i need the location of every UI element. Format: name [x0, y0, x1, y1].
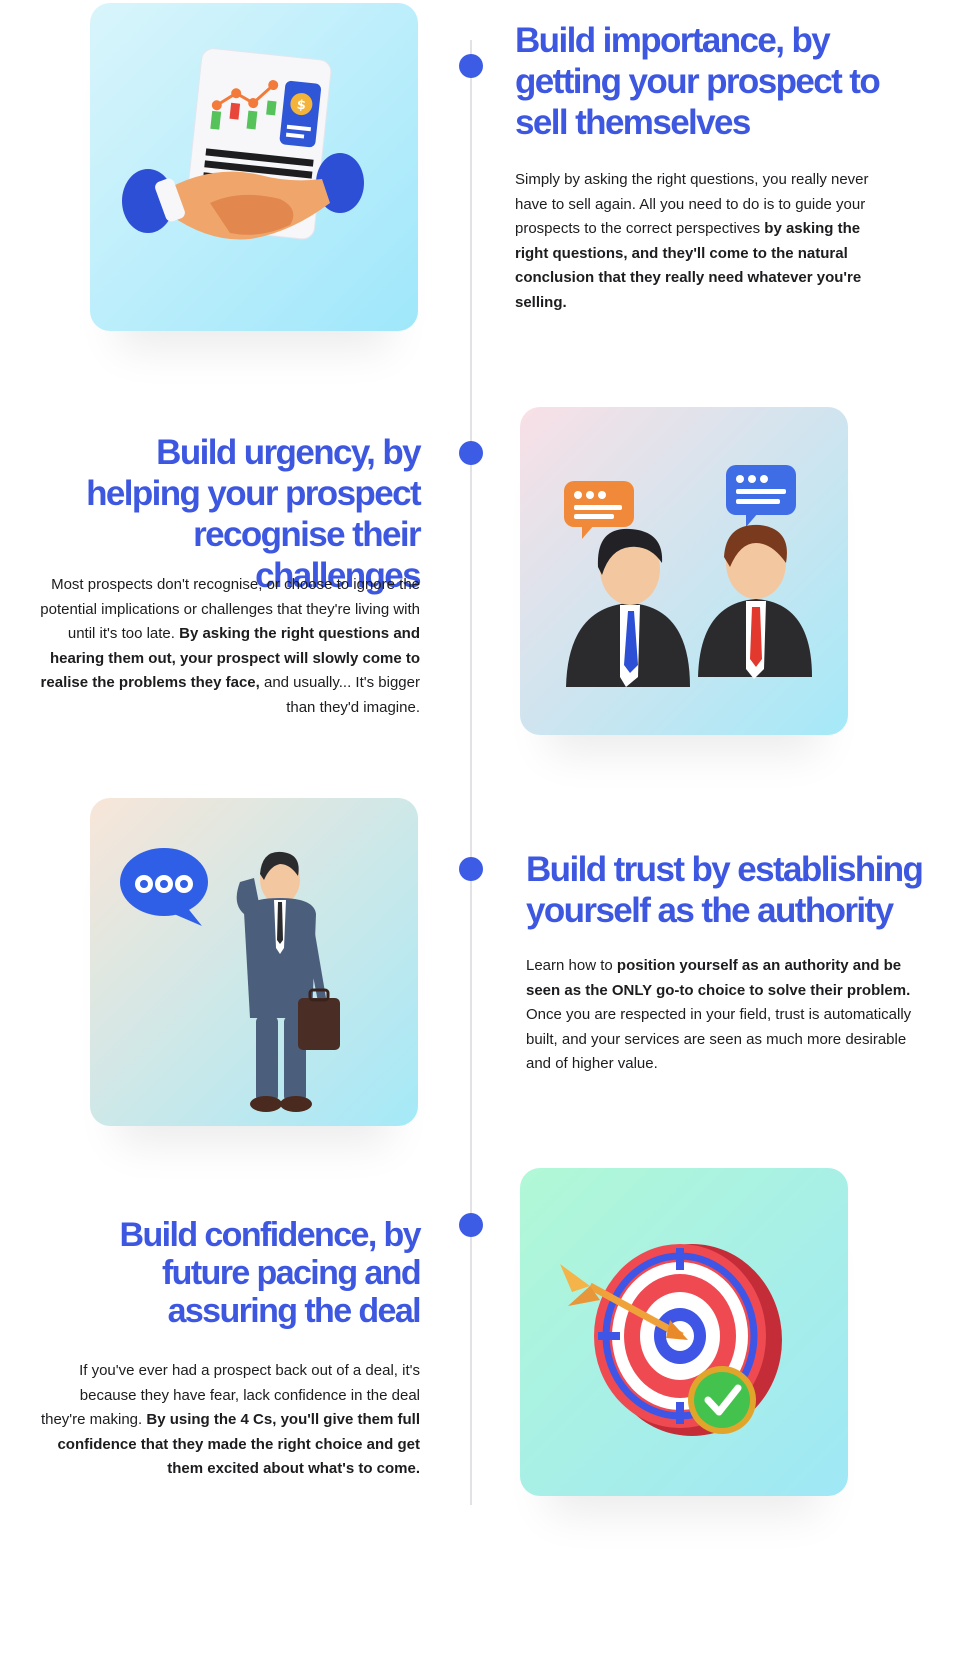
- section-1-body: Simply by asking the right questions, yo…: [515, 171, 869, 311]
- section-1-heading: Build importance, by getting your prospe…: [515, 21, 881, 142]
- timeline-line: [470, 40, 472, 1505]
- section-2-image: [520, 407, 848, 735]
- svg-text:$: $: [296, 98, 307, 114]
- section-4-body: If you've ever had a prospect back out o…: [40, 1362, 420, 1478]
- section-3-image: [90, 798, 418, 1126]
- businessman-phone-icon: [90, 798, 418, 1126]
- two-businessmen-chat-icon: [520, 407, 848, 735]
- section-2-body: Most prospects don't recognise, or choos…: [40, 576, 420, 716]
- section-2-heading: Build urgency, by helping your prospect …: [86, 433, 422, 595]
- section-3-heading: Build trust by establishing yourself as …: [526, 850, 924, 930]
- section-3-body: Learn how to position yourself as an aut…: [526, 957, 912, 1073]
- timeline-dot-3: [459, 857, 483, 881]
- handshake-document-icon: $: [90, 3, 418, 331]
- timeline-dot-1: [459, 54, 483, 78]
- timeline-dot-2: [459, 441, 483, 465]
- target-arrow-check-icon: [520, 1168, 848, 1496]
- section-4-heading: Build confidence, by future pacing and a…: [119, 1216, 422, 1330]
- timeline-dot-4: [459, 1213, 483, 1237]
- section-4-image: [520, 1168, 848, 1496]
- section-1-image: $: [90, 3, 418, 331]
